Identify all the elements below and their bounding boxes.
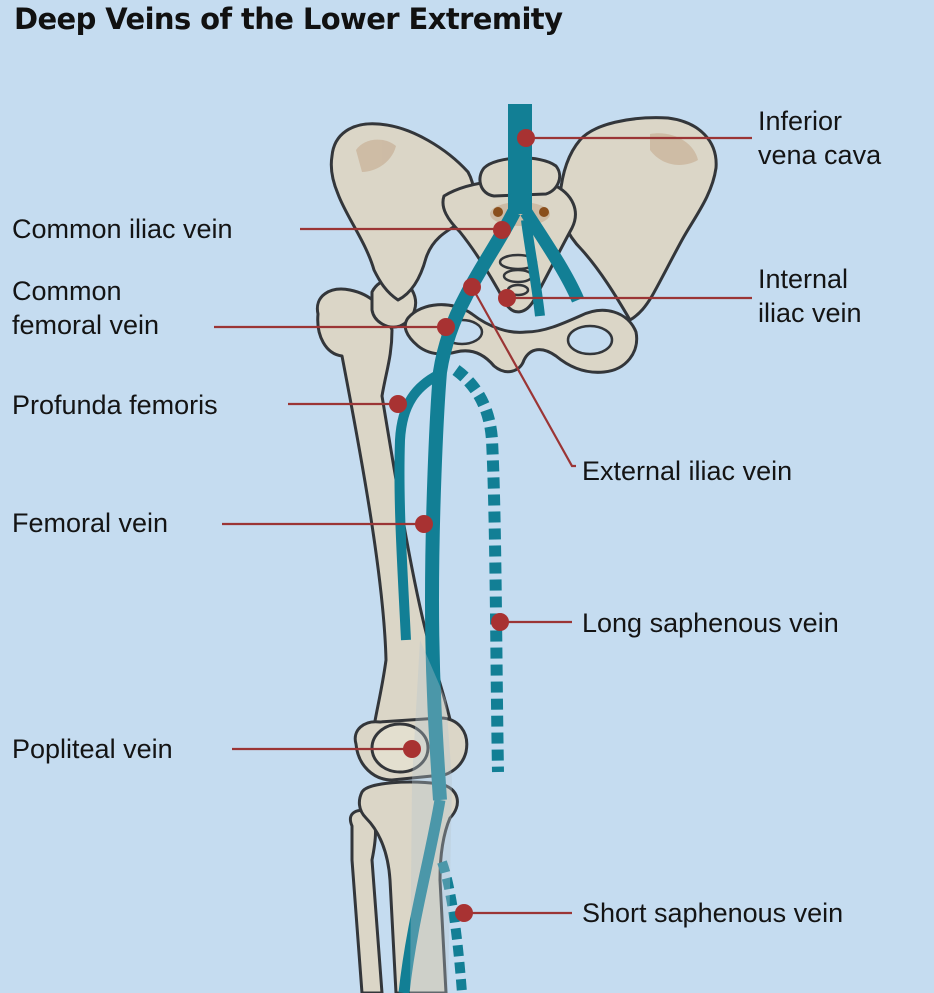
marker-ivc [517,129,535,147]
label-line: femoral vein [12,310,160,340]
marker-external-iliac [463,278,481,296]
marker-common-femoral [437,318,455,336]
label-inferior-vena-cava: Inferior vena cava [758,104,881,172]
skeleton [315,116,718,993]
label-common-femoral-vein: Common femoral vein [12,274,159,342]
label-line: Femoral vein [12,508,169,538]
marker-popliteal [403,740,421,758]
marker-internal-iliac [498,289,516,307]
deep-leg-vessel [398,799,446,993]
short-saphenous-vessel [437,860,467,993]
label-femoral-vein: Femoral vein [12,506,168,540]
knee-translucency [410,640,452,993]
label-line: Popliteal vein [12,734,173,764]
marker-profunda [389,395,407,413]
label-line: Profunda femoris [12,390,218,420]
fibula [349,809,384,993]
label-line: Common iliac vein [12,214,233,244]
label-line: Common [12,276,122,306]
leader-lines [214,136,752,915]
marker-common-iliac [493,221,511,239]
label-line: Short saphenous vein [582,898,844,928]
marker-femoral [415,515,433,533]
left-iliac-vessel [520,208,584,303]
label-short-saphenous-vein: Short saphenous vein [582,896,843,930]
profunda-femoris-vessel [394,369,443,641]
label-common-iliac-vein: Common iliac vein [12,212,233,246]
marker-long-saphenous [491,613,509,631]
label-line: vena cava [758,140,882,170]
label-profunda-femoris: Profunda femoris [12,388,218,422]
internal-iliac-vessel [521,219,545,317]
leader-external-iliac [471,286,576,468]
label-line: Inferior [758,106,843,136]
marker-short-saphenous [455,904,473,922]
label-long-saphenous-vein: Long saphenous vein [582,606,839,640]
label-line: Internal [758,264,849,294]
label-line: External iliac vein [582,456,793,486]
label-line: Long saphenous vein [582,608,839,638]
long-saphenous-vessel [452,365,504,773]
label-external-iliac-vein: External iliac vein [582,454,792,488]
label-internal-iliac-vein: Internal iliac vein [758,262,862,330]
markers [389,129,535,922]
label-line: iliac vein [758,298,862,328]
ilium-left [558,116,718,322]
label-popliteal-vein: Popliteal vein [12,732,173,766]
diagram-title: Deep Veins of the Lower Extremity [14,2,563,36]
